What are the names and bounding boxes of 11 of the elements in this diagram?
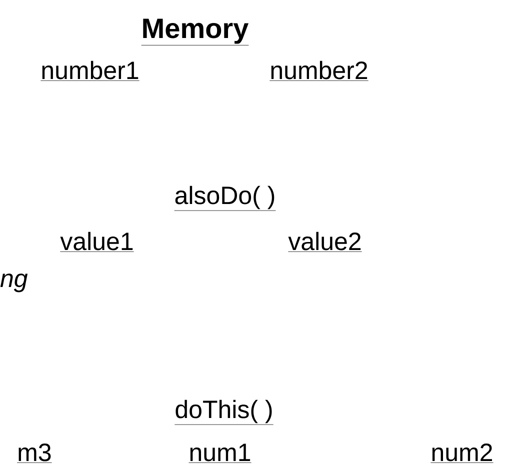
underlined-label: alsoDo( ) (174, 186, 276, 211)
underlined-label: doThis( ) (174, 400, 274, 425)
underlined-label: num1 (188, 444, 252, 463)
underlined-label: number2 (269, 60, 369, 81)
underlined-label: number1 (40, 60, 140, 81)
underlined-label: num2 (430, 444, 494, 463)
label: ng (0, 274, 28, 292)
heading: Memory (141, 18, 249, 46)
underlined-label: value1 (60, 232, 134, 252)
underlined-label: value2 (288, 232, 362, 252)
underlined-label: m3 (16, 444, 52, 463)
